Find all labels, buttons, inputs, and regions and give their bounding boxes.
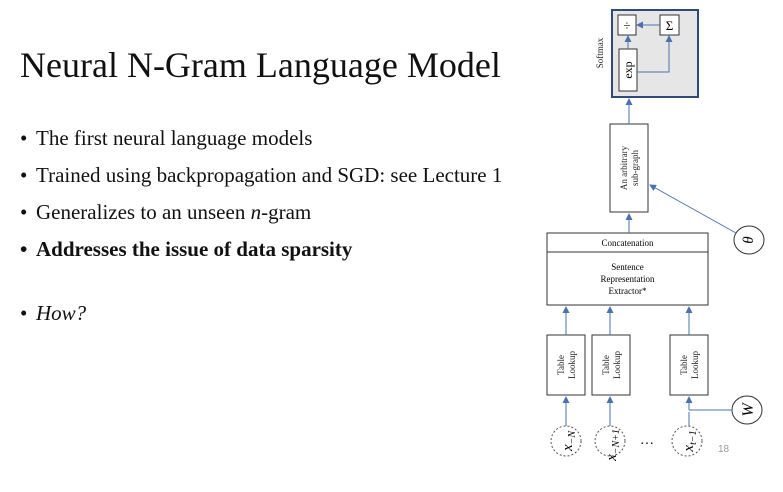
bullet-dot: • (20, 237, 28, 261)
lookup-label-line1: Table (556, 355, 566, 375)
input-subscript: −N (567, 430, 578, 445)
page-number: 18 (718, 444, 730, 455)
input-node-2: x−N+1 (594, 396, 626, 462)
bullet-item: • Addresses the issue of data sparsity (20, 234, 502, 271)
bullet-dot: • (20, 163, 28, 187)
w-parameter: W (685, 395, 763, 425)
bullet-dot: • (20, 301, 28, 325)
bullet-item: • Trained using backpropagation and SGD: … (20, 160, 502, 197)
bullet-item: • Generalizes to an unseen n-gram (20, 197, 502, 234)
ellipsis: … (640, 433, 654, 448)
bullet-text-suffix: -gram (261, 200, 312, 224)
bullet-text: Generalizes to an unseen (36, 200, 251, 224)
input-label: x−N+1 (604, 429, 622, 462)
concatenation-label: Concatenation (602, 238, 654, 248)
input-node-3: xt−1 (671, 412, 703, 457)
slide-title: Neural N-Gram Language Model (20, 45, 501, 85)
bullet-text: Addresses the issue of data sparsity (36, 237, 353, 261)
softmax-label: Softmax (595, 37, 605, 68)
lookup-label-line2: Lookup (690, 351, 700, 379)
bullet-dot: • (20, 126, 28, 150)
extractor-label-line2: Representation (601, 274, 655, 284)
table-lookup-1: Table Lookup (546, 306, 586, 396)
table-lookup-3: Table Lookup (669, 306, 709, 396)
input-label: x−N (560, 430, 578, 452)
subgraph-label-line1: An arbitrary (619, 145, 629, 190)
w-symbol: W (740, 402, 757, 417)
bullet-list: • The first neural language models • Train… (20, 123, 502, 335)
bullet-item: • How? (20, 298, 502, 335)
input-label: xt−1 (681, 430, 699, 452)
lookup-label-line1: Table (601, 355, 611, 375)
lookup-label-line2: Lookup (567, 351, 577, 379)
input-base: x (681, 445, 697, 453)
subgraph-label-line2: sub-graph (630, 150, 640, 186)
theta-symbol: θ (741, 236, 757, 244)
input-base: x (560, 444, 576, 452)
subgraph-block: An arbitrary sub-graph (609, 98, 649, 213)
divide-icon: ÷ (623, 18, 630, 33)
bullet-italic-text: n (250, 200, 262, 224)
bullet-italic-text: How? (36, 301, 87, 325)
theta-parameter: θ (649, 184, 765, 255)
input-base: x (604, 454, 620, 462)
sum-icon: Σ (666, 18, 674, 33)
bullet-dot: • (20, 200, 28, 224)
extractor-label-line1: Sentence (611, 262, 643, 272)
concatenation-block: Concatenation Sentence Representation Ex… (546, 213, 709, 306)
exp-label: exp (621, 61, 635, 78)
input-subscript: −N+1 (611, 429, 622, 454)
lookup-label-line2: Lookup (612, 351, 622, 379)
input-node-1: x−N (550, 396, 582, 457)
table-lookup-2: Table Lookup (591, 306, 631, 396)
input-subscript: t−1 (688, 430, 699, 445)
softmax-block: Softmax ÷ Σ exp (595, 9, 699, 98)
bullet-item: • The first neural language models (20, 123, 502, 160)
extractor-label-line3: Extractor* (609, 286, 647, 296)
lookup-label-line1: Table (679, 355, 689, 375)
bullet-text: Trained using backpropagation and SGD: s… (36, 163, 503, 187)
bullet-text: The first neural language models (36, 126, 313, 150)
